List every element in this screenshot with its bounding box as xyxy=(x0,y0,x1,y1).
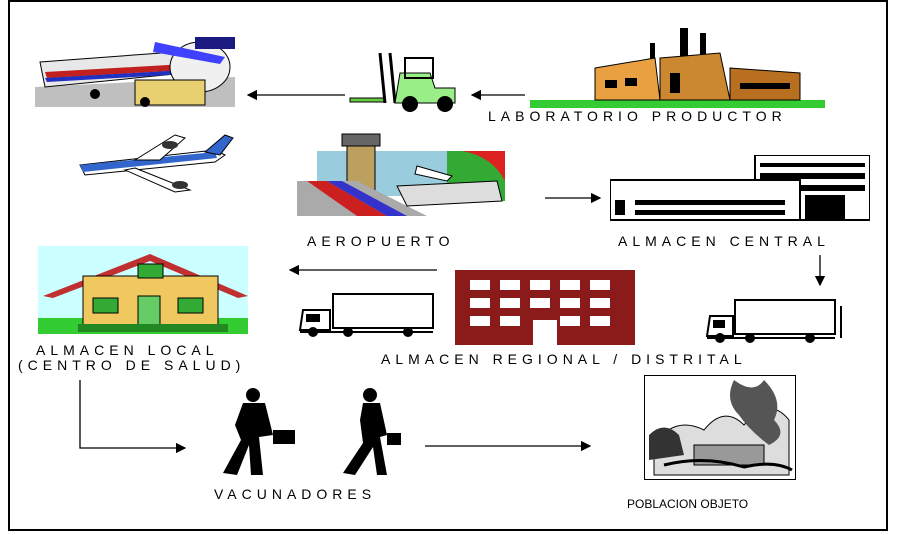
poblacion-label: POBLACION OBJETO xyxy=(627,497,749,511)
almacen-local-label: ALMACEN LOCAL xyxy=(36,342,219,358)
almacen-central-label: ALMACEN CENTRAL xyxy=(618,233,830,249)
vacunadores-label: VACUNADORES xyxy=(214,486,377,502)
centro-salud-label: (CENTRO DE SALUD) xyxy=(18,357,246,373)
laboratorio-label: LABORATORIO PRODUCTOR xyxy=(488,108,787,124)
regional-building-icon xyxy=(455,270,635,345)
airplane-icon xyxy=(79,134,234,193)
house-icon xyxy=(38,246,248,334)
forklift-icon xyxy=(349,52,456,112)
village-icon xyxy=(644,375,796,480)
warehouse-icon xyxy=(610,155,870,221)
aeropuerto-label: AEROPUERTO xyxy=(307,233,455,249)
almacen-regional-label: ALMACEN REGIONAL / DISTRITAL xyxy=(381,351,747,367)
arrow-local-to-vacunadores xyxy=(79,380,187,454)
people-walking-icon xyxy=(223,388,401,475)
truck-icon xyxy=(298,293,434,337)
truck-icon xyxy=(705,299,842,343)
factory-icon xyxy=(530,28,825,108)
airport-icon xyxy=(297,126,505,216)
cargo-plane-loading-icon xyxy=(35,32,235,107)
